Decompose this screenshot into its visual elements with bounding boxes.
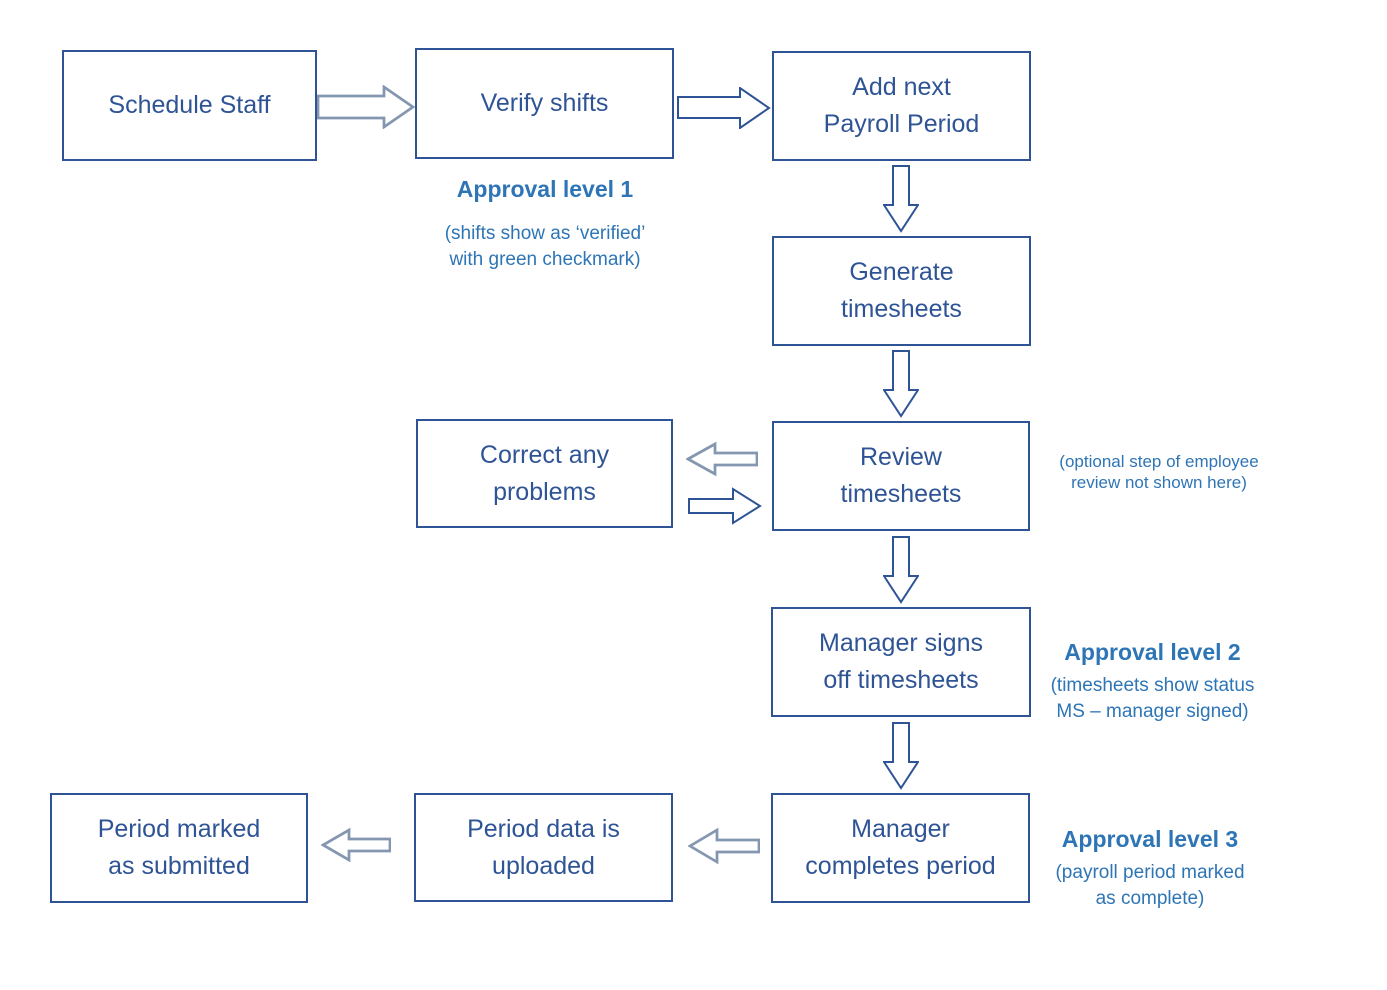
arrow-uploaded-to-marked-icon [321,827,391,863]
flow-box-schedule-staff: Schedule Staff [62,50,317,161]
approval-level-2-title: Approval level 2 [1064,639,1241,665]
arrow-schedule-to-verify-icon [317,85,415,129]
flow-box-manager-signs-off-timesheets: Manager signs off timesheets [771,607,1031,717]
annotation-approval-level-3: Approval level 3 [1040,826,1260,853]
flow-box-label: Generate timesheets [841,258,962,323]
flow-box-generate-timesheets: Generate timesheets [772,236,1031,346]
flow-box-label: Period marked as submitted [97,815,261,880]
approval-level-1-title: Approval level 1 [456,176,634,202]
flow-box-verify-shifts: Verify shifts [415,48,674,159]
approval-level-1-note: (shifts show as ‘verified’ with green ch… [444,223,646,270]
flow-box-label: Add next Payroll Period [823,73,980,138]
annotation-approval-level-1-note: (shifts show as ‘verified’ with green ch… [390,221,700,272]
arrow-review-to-signoff-icon [883,536,919,604]
arrow-signoff-to-completes-icon [883,722,919,790]
annotation-approval-level-2: Approval level 2 [1040,639,1265,666]
flow-box-add-next-payroll-period: Add next Payroll Period [772,51,1031,161]
flow-box-correct-any-problems: Correct any problems [416,419,673,528]
flow-box-manager-completes-period: Manager completes period [771,793,1030,903]
approval-level-3-note: (payroll period marked as complete) [1055,862,1245,909]
annotation-approval-level-2-note: (timesheets show status MS – manager sig… [1035,673,1270,724]
flow-box-review-timesheets: Review timesheets [772,421,1030,531]
flow-box-label: Schedule Staff [108,91,271,119]
flow-box-period-marked-submitted: Period marked as submitted [50,793,308,903]
flow-box-label: Correct any problems [479,440,610,506]
arrow-verify-to-payroll-icon [677,87,771,129]
arrow-payroll-to-generate-icon [883,165,919,233]
approval-level-2-note: (timesheets show status MS – manager sig… [1050,675,1255,722]
arrow-correct-to-review-icon [688,487,762,525]
annotation-optional-review-note: (optional step of employee review not sh… [1038,451,1280,494]
flow-box-period-data-uploaded: Period data is uploaded [414,793,673,902]
flow-box-label: Review timesheets [840,443,962,508]
arrow-generate-to-review-icon [883,350,919,418]
flow-box-label: Manager signs off timesheets [819,629,983,694]
arrow-review-to-correct-icon [686,441,758,477]
flow-box-label: Verify shifts [480,89,609,117]
approval-level-3-title: Approval level 3 [1061,826,1239,852]
optional-review-note: (optional step of employee review not sh… [1059,452,1259,493]
annotation-approval-level-3-note: (payroll period marked as complete) [1040,860,1260,911]
flow-box-label: Manager completes period [805,815,996,880]
flow-box-label: Period data is uploaded [467,814,620,880]
annotation-approval-level-1: Approval level 1 [390,176,700,203]
arrow-completes-to-uploaded-icon [688,827,760,865]
